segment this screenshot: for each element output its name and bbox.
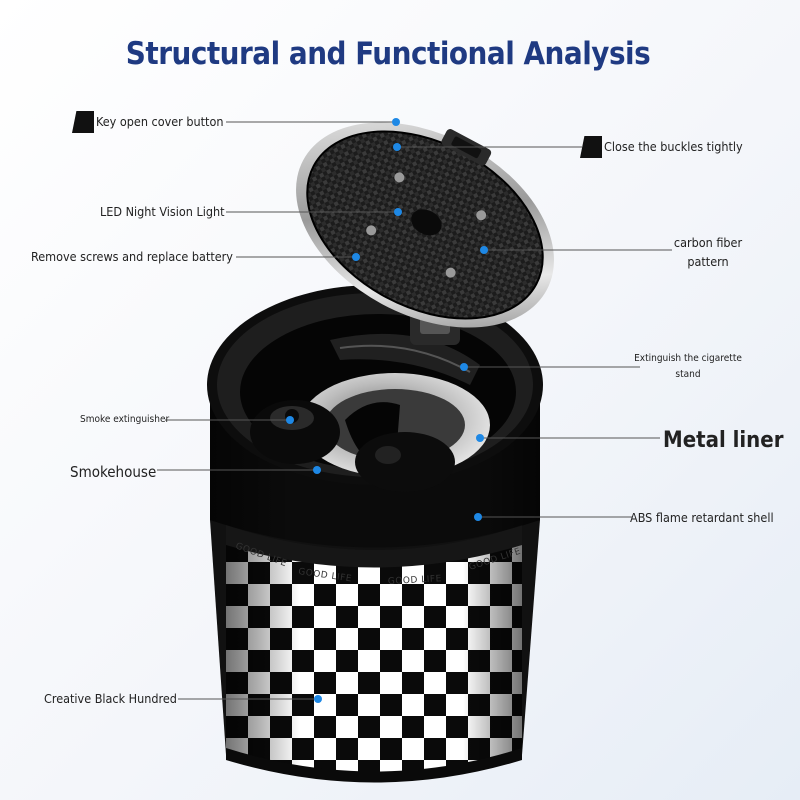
band-text-3: GOOD LIFE bbox=[388, 574, 442, 587]
dot-carbon bbox=[480, 246, 488, 254]
dot-smokehouse bbox=[313, 466, 321, 474]
dot-creative bbox=[314, 695, 322, 703]
label-remove-screws-battery: Remove screws and replace battery bbox=[31, 249, 233, 264]
dot-metal-liner bbox=[476, 434, 484, 442]
dot-smoke-extinguisher bbox=[286, 416, 294, 424]
label-carbon-line2: pattern bbox=[687, 254, 729, 270]
label-extinguish-line2: stand bbox=[675, 368, 701, 380]
label-carbon-fiber-pattern: carbon fiber pattern bbox=[668, 235, 748, 270]
label-key-open-cover-button: Key open cover button bbox=[96, 114, 224, 129]
dot-extinguish bbox=[460, 363, 468, 371]
dot-battery bbox=[352, 253, 360, 261]
marker-tab-buckles bbox=[580, 136, 602, 158]
label-creative-black-hundred: Creative Black Hundred bbox=[44, 691, 177, 706]
marker-tab-key bbox=[72, 111, 94, 133]
leader-lines bbox=[157, 121, 672, 700]
label-extinguish-line1: Extinguish the cigarette bbox=[634, 353, 742, 364]
dot-led bbox=[394, 208, 402, 216]
label-smokehouse: Smokehouse bbox=[70, 463, 157, 481]
checker-shell bbox=[210, 520, 540, 783]
label-carbon-line1: carbon fiber bbox=[673, 235, 743, 250]
top-rim bbox=[207, 285, 543, 492]
label-metal-liner: Metal liner bbox=[663, 428, 784, 453]
label-smoke-extinguisher: Smoke extinguisher bbox=[80, 414, 170, 425]
diagram-title: Structural and Functional Analysis bbox=[125, 36, 651, 72]
dot-buckles bbox=[393, 143, 401, 151]
label-close-buckles: Close the buckles tightly bbox=[604, 139, 743, 154]
label-abs-shell: ABS flame retardant shell bbox=[630, 510, 774, 525]
label-extinguish-stand: Extinguish the cigarette stand bbox=[628, 353, 748, 380]
callout-dots bbox=[286, 118, 488, 703]
dot-key-button bbox=[392, 118, 400, 126]
label-led-night-vision-light: LED Night Vision Light bbox=[100, 204, 225, 219]
dot-abs-shell bbox=[474, 513, 482, 521]
